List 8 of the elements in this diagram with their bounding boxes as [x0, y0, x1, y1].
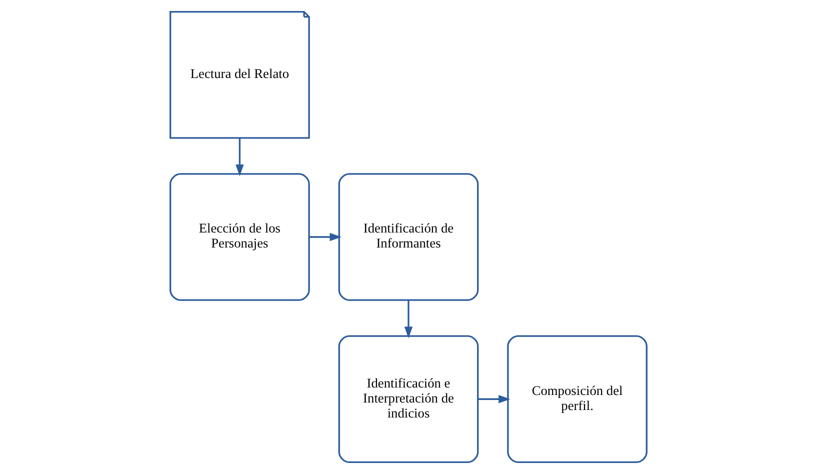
arrow: [478, 395, 510, 404]
arrow: [236, 138, 244, 176]
node-box: Elección de los Personajes: [170, 173, 310, 301]
node-box: Composición del perfil.: [507, 335, 648, 464]
arrow: [404, 300, 413, 338]
arrow: [309, 232, 342, 242]
node-box: Identificación de Informantes: [338, 173, 479, 301]
node-box: Identificación e Interpretación de indicios: [338, 335, 479, 464]
